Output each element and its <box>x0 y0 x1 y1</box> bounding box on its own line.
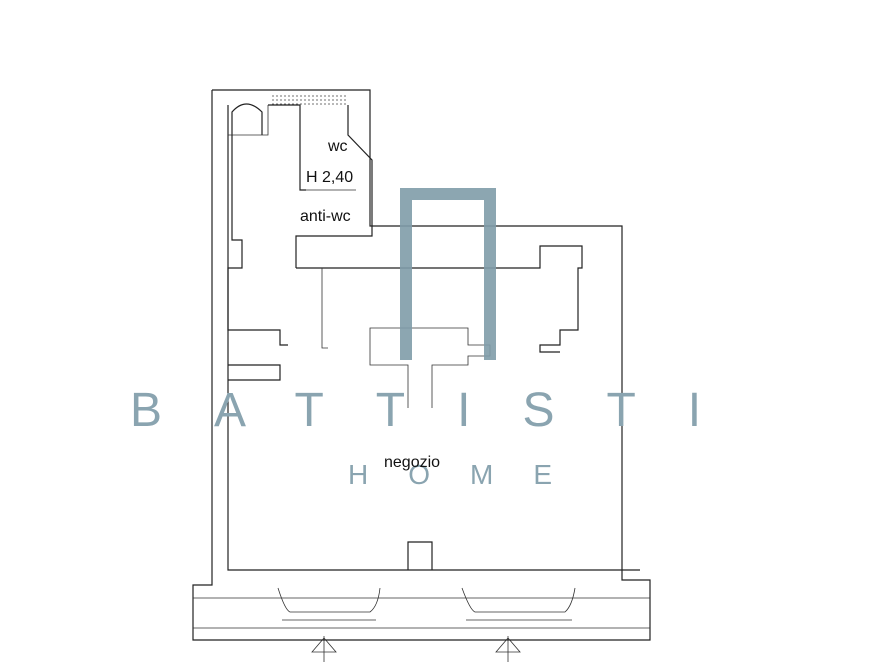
room-height-label: H 2,40 <box>306 169 353 186</box>
logo-mark-icon <box>400 188 496 360</box>
room-label-wc: wc <box>327 138 348 155</box>
rounded-shaft <box>228 103 269 136</box>
bottom-openings <box>277 541 576 621</box>
room-label-anti-wc: anti-wc <box>300 208 351 225</box>
room-label-shop: negozio <box>384 454 440 471</box>
entrance-arrow-icon <box>311 636 337 662</box>
outer-walls <box>192 89 651 641</box>
left-inner-profile <box>227 135 288 381</box>
brand-subtitle: HOME <box>348 459 592 490</box>
wc-block <box>268 95 373 268</box>
brand-watermark: BATTISTI <box>130 384 753 437</box>
entrance-arrow-icon <box>495 636 521 662</box>
